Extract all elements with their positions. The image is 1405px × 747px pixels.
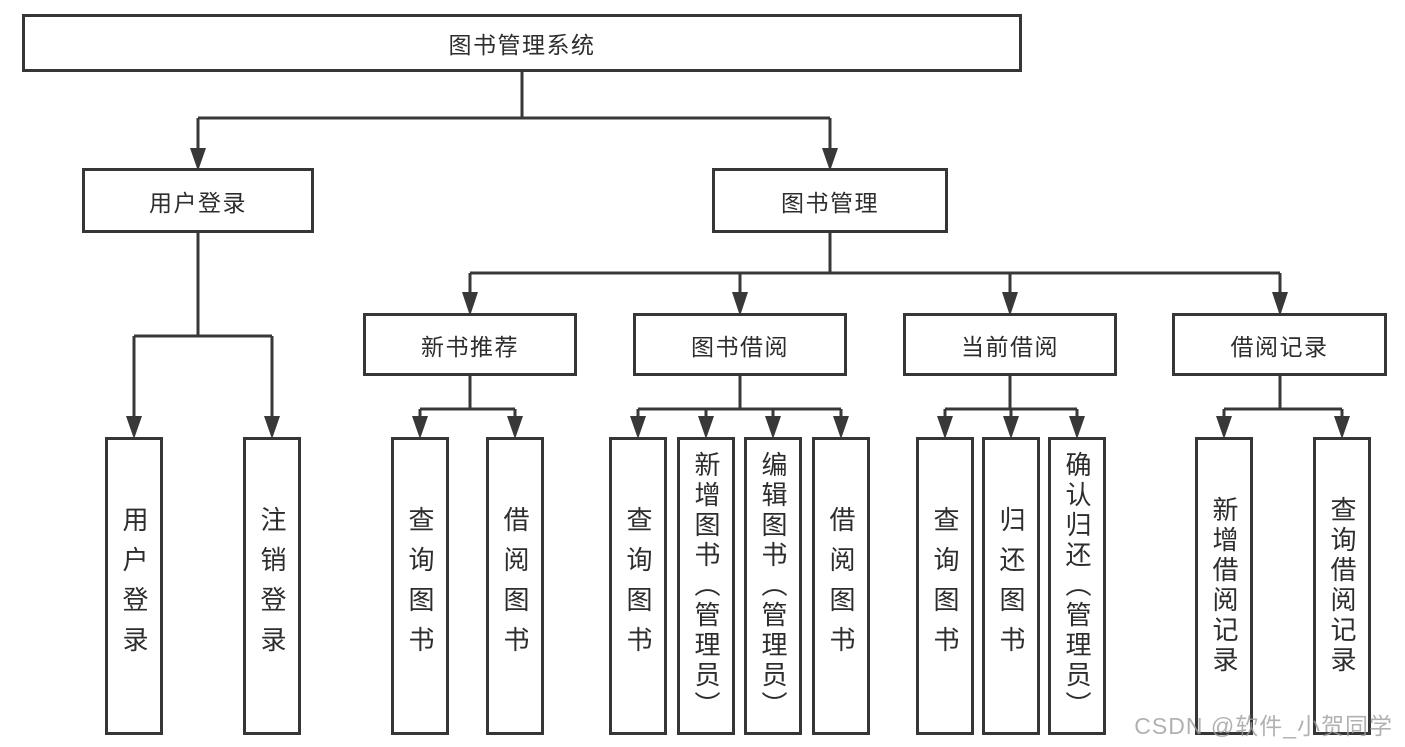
node-book-management: 图书管理 <box>712 168 948 233</box>
leaf-confirm-return-admin: 确认归还（管理员） <box>1048 437 1106 735</box>
connector-user-login-children <box>126 233 280 439</box>
leaf-logout: 注销登录 <box>243 437 301 735</box>
connector-book-management-children <box>462 233 1288 316</box>
connector-current-borrow-children <box>937 376 1085 439</box>
leaf-query-books-current: 查询图书 <box>916 437 974 735</box>
connector-book-borrow-children <box>630 376 849 439</box>
connector-new-book-children <box>412 376 523 439</box>
arrowhead-icon <box>833 416 849 439</box>
arrowhead-icon <box>126 416 142 439</box>
arrowhead-icon <box>698 416 714 439</box>
leaf-query-books-recommend: 查询图书 <box>391 437 449 735</box>
leaf-add-books-admin: 新增图书（管理员） <box>677 437 735 735</box>
arrowhead-icon <box>732 292 748 316</box>
arrowhead-icon <box>462 292 478 316</box>
arrowhead-icon <box>1272 292 1288 316</box>
arrowhead-icon <box>937 416 953 439</box>
connector-borrow-records-children <box>1216 376 1350 439</box>
node-current-borrow: 当前借阅 <box>903 313 1117 376</box>
arrowhead-icon <box>412 416 428 439</box>
node-user-login: 用户登录 <box>82 168 314 233</box>
leaf-user-login: 用户登录 <box>105 437 163 735</box>
arrowhead-icon <box>822 148 838 171</box>
arrowhead-icon <box>1334 416 1350 439</box>
arrowhead-icon <box>1069 416 1085 439</box>
node-borrow-records: 借阅记录 <box>1172 313 1387 376</box>
arrowhead-icon <box>1216 416 1232 439</box>
node-new-book-recommend: 新书推荐 <box>363 313 577 376</box>
leaf-query-borrow-record: 查询借阅记录 <box>1313 437 1371 735</box>
arrowhead-icon <box>264 416 280 439</box>
leaf-borrow-books-recommend: 借阅图书 <box>486 437 544 735</box>
connector-root-to-level2 <box>190 72 838 171</box>
leaf-return-books: 归还图书 <box>982 437 1040 735</box>
arrowhead-icon <box>1002 292 1018 316</box>
arrowhead-icon <box>765 416 781 439</box>
arrowhead-icon <box>507 416 523 439</box>
leaf-edit-books-admin: 编辑图书（管理员） <box>744 437 802 735</box>
node-root-system: 图书管理系统 <box>22 14 1022 72</box>
arrowhead-icon <box>190 148 206 171</box>
leaf-add-borrow-record: 新增借阅记录 <box>1195 437 1253 735</box>
leaf-query-books-borrow: 查询图书 <box>609 437 667 735</box>
arrowhead-icon <box>630 416 646 439</box>
csdn-watermark: CSDN @软件_小贺同学 <box>1134 713 1393 739</box>
arrowhead-icon <box>1003 416 1019 439</box>
leaf-borrow-books: 借阅图书 <box>812 437 870 735</box>
node-book-borrow: 图书借阅 <box>633 313 847 376</box>
